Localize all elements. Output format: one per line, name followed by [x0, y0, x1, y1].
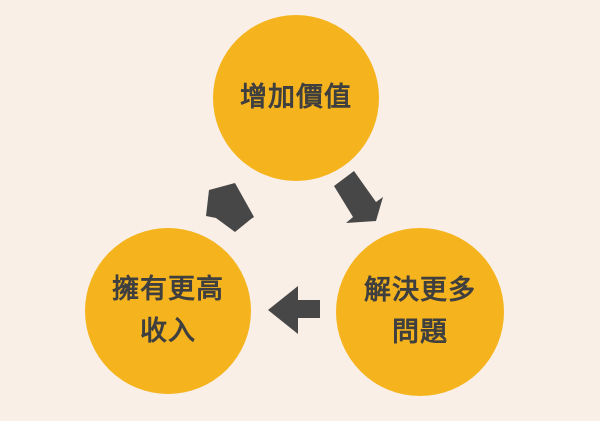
node-solve-more-problems-line-2: 問題 — [392, 317, 448, 348]
node-solve-more-problems-line-1: 解決更多 — [364, 275, 476, 307]
node-higher-income-line-1: 擁有更高 — [112, 274, 224, 306]
node-higher-income: 擁有更高 收入 — [85, 228, 251, 394]
node-solve-more-problems: 解決更多 問題 — [336, 228, 504, 396]
arrow-left-to-top — [206, 183, 254, 232]
node-add-value-label: 增加價值 — [240, 82, 352, 114]
node-higher-income-line-2: 收入 — [140, 316, 196, 347]
arrow-right-to-left — [268, 286, 320, 334]
arrow-top-to-right — [334, 171, 383, 223]
node-add-value: 增加價值 — [213, 15, 379, 181]
